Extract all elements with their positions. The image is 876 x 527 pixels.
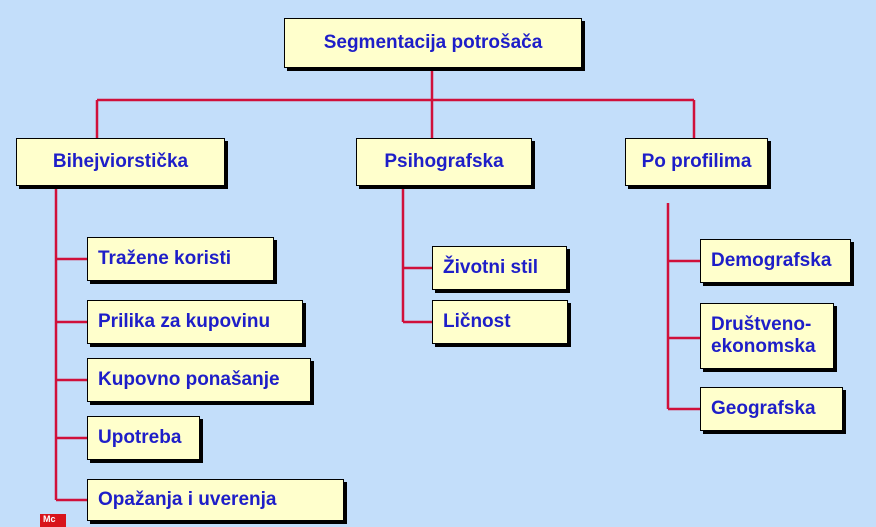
leaf-upotreba: Upotreba: [87, 416, 200, 460]
leaf-prilika-za-kupovinu: Prilika za kupovinu: [87, 300, 303, 344]
branch-node-po-profilima: Po profilima: [625, 138, 768, 186]
leaf-opazanja-i-uverenja: Opažanja i uverenja: [87, 479, 344, 521]
branch-node-bihejvioristicka: Bihejviorstička: [16, 138, 225, 186]
root-node: Segmentacija potrošača: [284, 18, 582, 68]
leaf-geografska: Geografska: [700, 387, 843, 431]
leaf-licnost: Ličnost: [432, 300, 568, 344]
leaf-zivotni-stil: Životni stil: [432, 246, 567, 290]
leaf-drustveno-ekonomska: Društveno-ekonomska: [700, 303, 834, 369]
leaf-trazene-koristi: Tražene koristi: [87, 237, 274, 281]
leaf-kupovno-ponasanje: Kupovno ponašanje: [87, 358, 311, 402]
leaf-demografska: Demografska: [700, 239, 851, 283]
publisher-logo: Mc: [40, 514, 66, 527]
branch-node-psihografska: Psihografska: [356, 138, 532, 186]
